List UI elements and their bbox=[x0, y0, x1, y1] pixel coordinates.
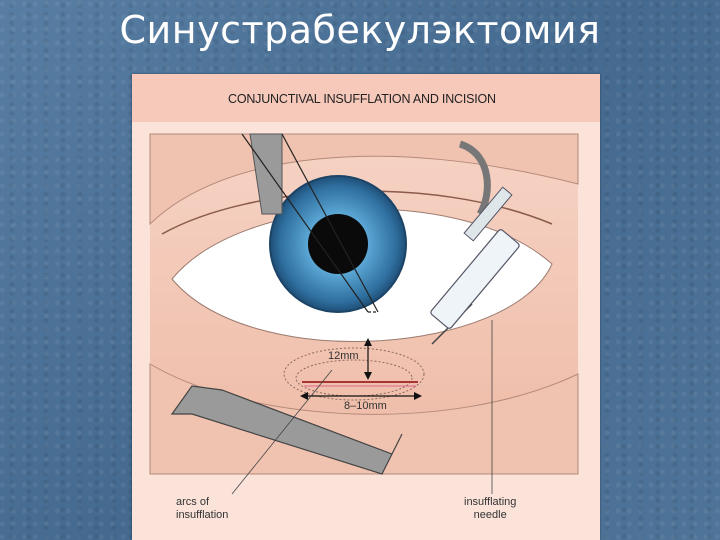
label-needle-line1: insufflating bbox=[464, 496, 517, 508]
figure-header bbox=[132, 74, 600, 122]
figure-heading: CONJUNCTIVAL INSUFFLATION AND INCISION bbox=[228, 92, 496, 106]
label-arcs: arcs of insufflation bbox=[176, 496, 228, 522]
figure-panel: CONJUNCTIVAL INSUFFLATION AND INCISION bbox=[132, 74, 600, 540]
slide-title: Синустрабекулэктомия bbox=[119, 8, 601, 52]
measure-horizontal: 8–10mm bbox=[344, 400, 387, 412]
syringe-icon bbox=[430, 186, 520, 345]
label-arcs-line1: arcs of bbox=[176, 496, 210, 508]
label-arcs-line2: insufflation bbox=[176, 509, 229, 521]
measure-vertical: 12mm bbox=[328, 350, 359, 362]
label-needle-line2: needle bbox=[473, 509, 507, 521]
eye-illustration bbox=[149, 133, 579, 495]
label-needle: insufflating needle bbox=[464, 496, 516, 522]
